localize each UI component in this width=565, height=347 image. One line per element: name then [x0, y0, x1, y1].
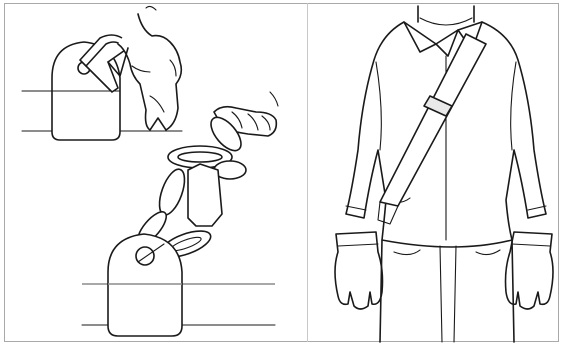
lower-tag: [108, 234, 182, 336]
left-panel-illustration: [22, 6, 278, 336]
right-panel-illustration: [335, 6, 553, 342]
trousers: [380, 240, 514, 342]
person-neck: [418, 6, 474, 25]
left-glove: [335, 232, 383, 309]
shirt: [346, 22, 546, 247]
